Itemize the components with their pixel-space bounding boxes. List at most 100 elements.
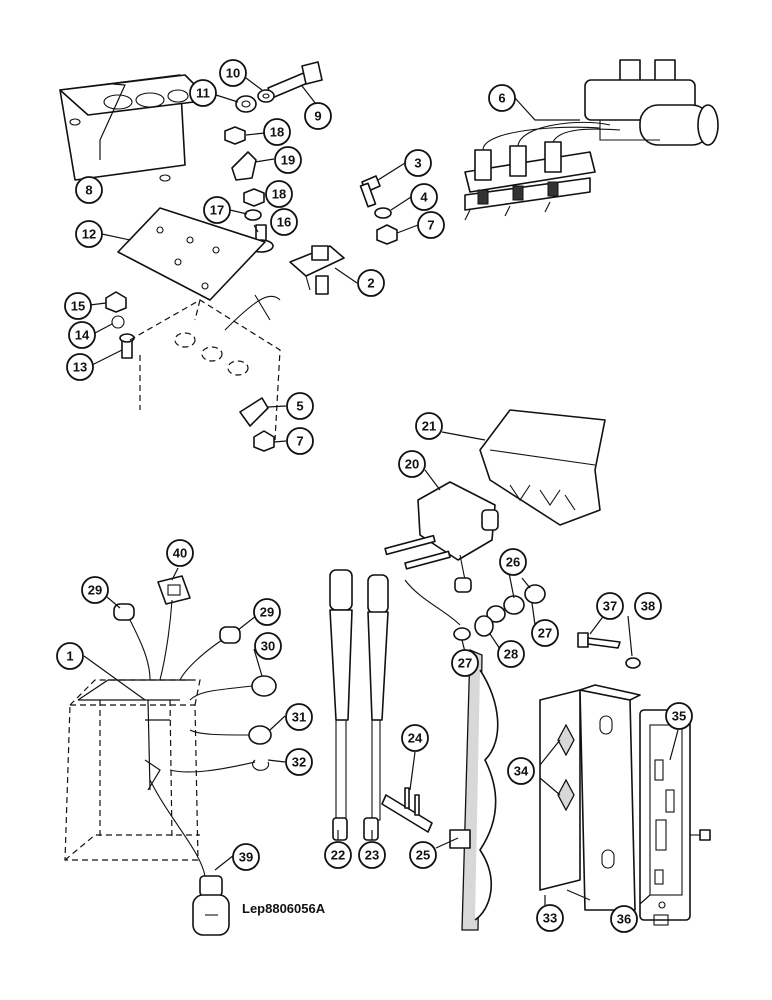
svg-text:26: 26 <box>506 555 520 570</box>
svg-text:35: 35 <box>672 709 686 724</box>
svg-text:8: 8 <box>85 183 92 198</box>
svg-text:9: 9 <box>314 109 321 124</box>
svg-text:7: 7 <box>296 434 303 449</box>
callout-36: 36 <box>610 905 638 933</box>
svg-text:4: 4 <box>420 190 428 205</box>
mounting-plate-8 <box>59 74 211 182</box>
svg-text:13: 13 <box>73 360 87 375</box>
bolt-9 <box>267 61 323 99</box>
svg-text:14: 14 <box>75 328 90 343</box>
callout-37: 37 <box>596 592 624 620</box>
svg-text:31: 31 <box>292 710 306 725</box>
nut-15 <box>105 291 127 313</box>
callout-18-lower: 18 <box>265 180 293 208</box>
svg-text:16: 16 <box>277 215 291 230</box>
bracket-24 <box>381 787 433 833</box>
svg-text:29: 29 <box>88 583 102 598</box>
washer-10 <box>257 89 275 103</box>
clip-19 <box>231 151 257 181</box>
callout-35: 35 <box>665 702 693 730</box>
callout-1: 1 <box>56 642 84 670</box>
wiper-blade-25 <box>449 649 499 931</box>
callout-26: 26 <box>499 548 527 576</box>
svg-text:32: 32 <box>292 755 306 770</box>
svg-text:18: 18 <box>270 125 284 140</box>
svg-text:24: 24 <box>408 731 423 746</box>
callout-40: 40 <box>166 539 194 567</box>
callout-5: 5 <box>286 392 314 420</box>
callout-32: 32 <box>285 748 313 776</box>
screw-3 <box>359 175 381 208</box>
callout-6: 6 <box>488 84 516 112</box>
callout-38: 38 <box>634 592 662 620</box>
callout-21: 21 <box>415 412 443 440</box>
svg-text:40: 40 <box>173 546 187 561</box>
callout-31: 31 <box>285 703 313 731</box>
svg-text:10: 10 <box>226 66 240 81</box>
nut-7-upper <box>376 224 398 245</box>
callout-27-left: 27 <box>451 649 479 677</box>
svg-text:20: 20 <box>405 457 419 472</box>
svg-text:17: 17 <box>210 203 224 218</box>
svg-text:18: 18 <box>272 187 286 202</box>
callout-11: 11 <box>189 79 217 107</box>
bolt-37 <box>577 632 621 649</box>
grommet-31 <box>248 725 272 745</box>
svg-text:34: 34 <box>514 764 529 779</box>
callout-9: 9 <box>304 102 332 130</box>
fuse-panel-36 <box>639 709 711 926</box>
svg-text:6: 6 <box>498 91 505 106</box>
callout-15: 15 <box>64 292 92 320</box>
cover-pad-34 <box>539 689 581 891</box>
leader-lines <box>83 77 679 905</box>
solenoid-relay-assembly-6 <box>464 59 719 221</box>
washer-4 <box>374 207 392 219</box>
callout-14: 14 <box>68 321 96 349</box>
svg-text:2: 2 <box>367 276 374 291</box>
callout-24: 24 <box>401 724 429 752</box>
switch-2 <box>289 245 345 295</box>
svg-text:11: 11 <box>196 86 210 101</box>
svg-text:33: 33 <box>543 911 557 926</box>
clip-29-right <box>219 626 241 644</box>
callout-20: 20 <box>398 450 426 478</box>
callout-39: 39 <box>232 843 260 871</box>
callout-23: 23 <box>358 841 386 869</box>
drawing-reference: Lep8806056A <box>242 901 326 916</box>
callout-30: 30 <box>254 632 282 660</box>
callout-27-right: 27 <box>531 619 559 647</box>
wiper-arm-23 <box>363 574 389 841</box>
callout-12: 12 <box>75 220 103 248</box>
svg-text:38: 38 <box>641 599 655 614</box>
svg-text:36: 36 <box>617 912 631 927</box>
svg-text:21: 21 <box>422 419 436 434</box>
console-housing-1 <box>64 679 201 861</box>
svg-text:12: 12 <box>82 227 96 242</box>
callout-29-left: 29 <box>81 576 109 604</box>
callout-34: 34 <box>507 757 535 785</box>
callout-22: 22 <box>324 841 352 869</box>
nut-18 <box>224 126 265 207</box>
clip-29-left <box>113 603 135 621</box>
nut-7-lower <box>253 430 275 452</box>
svg-text:27: 27 <box>458 656 472 671</box>
cover-40 <box>157 575 191 605</box>
callout-16: 16 <box>270 208 298 236</box>
svg-text:25: 25 <box>416 848 430 863</box>
svg-text:19: 19 <box>281 153 295 168</box>
lamp-39 <box>192 875 230 936</box>
backing-plate-12 <box>117 207 266 301</box>
svg-text:5: 5 <box>296 399 303 414</box>
svg-text:37: 37 <box>603 599 617 614</box>
callout-7-lower: 7 <box>286 427 314 455</box>
svg-text:22: 22 <box>331 848 345 863</box>
wiper-motor-20 <box>384 481 499 626</box>
callout-33: 33 <box>536 904 564 932</box>
dashboard-panel-outline <box>129 294 281 441</box>
svg-text:7: 7 <box>427 218 434 233</box>
callout-19: 19 <box>274 146 302 174</box>
svg-text:39: 39 <box>239 850 253 865</box>
svg-text:3: 3 <box>414 156 421 171</box>
spacer-block-33 <box>579 684 641 911</box>
